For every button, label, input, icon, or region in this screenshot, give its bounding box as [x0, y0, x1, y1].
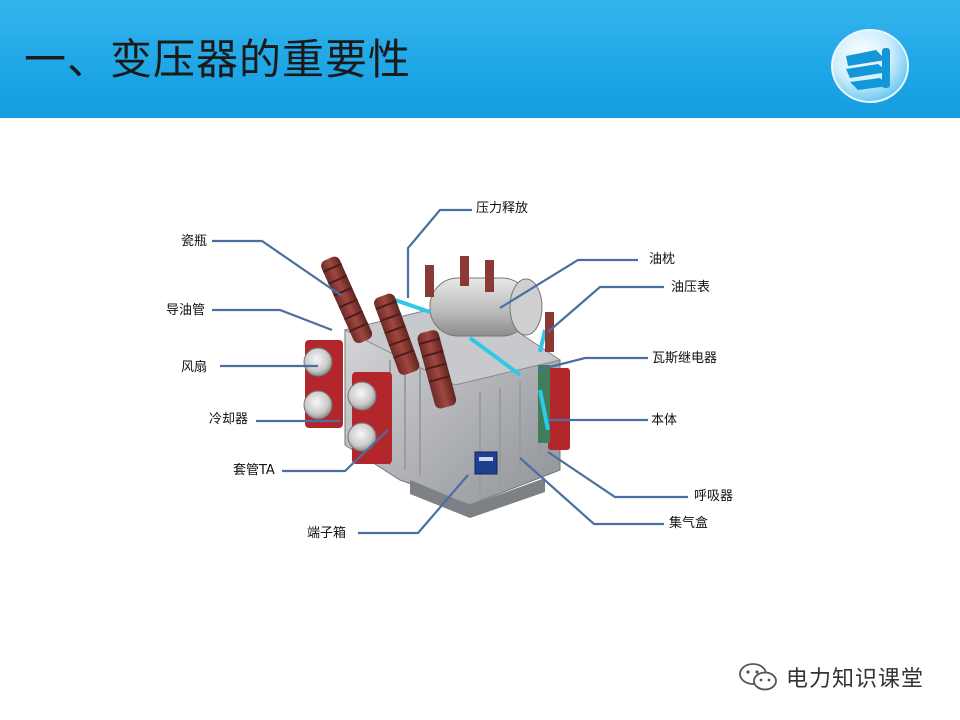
leader-porcelain-bottle [212, 239, 343, 297]
watermark: 电力知识课堂 [738, 662, 924, 692]
leader-bushing-ta [282, 429, 389, 473]
leader-oil-guide-pipe [212, 308, 333, 332]
label-porcelain-bottle: 瓷瓶 [181, 234, 208, 249]
label-body: 本体 [651, 413, 678, 428]
label-breather: 呼吸器 [694, 489, 734, 504]
label-pressure-relief: 压力释放 [476, 201, 529, 216]
label-bushing-ta: 套管TA [233, 463, 275, 478]
leader-conservator [499, 258, 638, 309]
label-oil-pressure-gauge: 油压表 [671, 280, 711, 295]
watermark-text: 电力知识课堂 [786, 667, 925, 692]
label-oil-guide-pipe: 导油管 [166, 303, 206, 318]
leader-oil-pressure-gauge [547, 285, 664, 333]
slide-title: 一、变压器的重要性 [24, 35, 412, 84]
leader-gas-relay [537, 356, 648, 372]
label-fan: 风扇 [181, 360, 208, 375]
slide-header: 一、变压器的重要性 [0, 0, 960, 118]
leader-breather [547, 451, 688, 499]
label-terminal-box: 端子箱 [307, 526, 347, 541]
leader-pressure-relief [406, 208, 472, 298]
transformer-illustration [303, 256, 570, 518]
label-cooler: 冷却器 [209, 412, 249, 427]
cooler-left [303, 340, 392, 464]
bushings [321, 256, 554, 409]
conservator-tank [429, 277, 543, 337]
label-gas-collector: 集气盒 [669, 516, 709, 531]
label-gas-relay: 瓦斯继电器 [652, 351, 718, 366]
wechat-icon [739, 663, 777, 691]
company-logo-icon [831, 29, 909, 103]
leader-gas-collector [519, 457, 664, 526]
leader-lines [212, 208, 688, 535]
label-conservator: 油枕 [649, 252, 676, 267]
leader-terminal-box [358, 474, 469, 535]
